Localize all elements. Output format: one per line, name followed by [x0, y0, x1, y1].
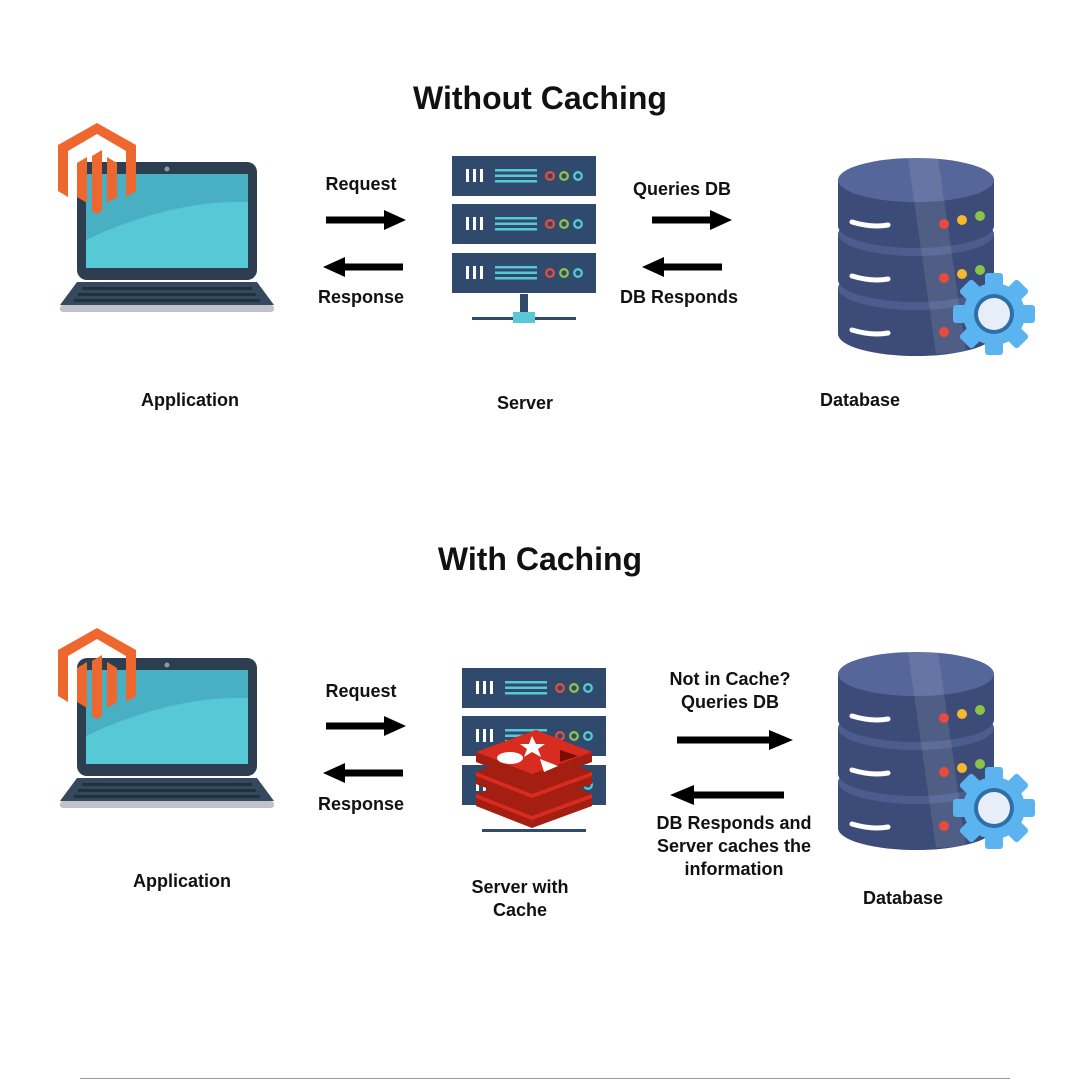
queries-db-label: Queries DB	[632, 179, 732, 199]
request-label: Request	[325, 174, 397, 194]
arrow-left-icon	[323, 257, 403, 277]
magento-logo-icon	[58, 628, 136, 719]
request-label: Request	[325, 681, 397, 701]
application-label: Application	[141, 390, 239, 410]
server-label: Server	[496, 393, 554, 413]
redis-logo-icon	[476, 730, 592, 828]
title-without-caching: Without Caching	[413, 80, 667, 116]
database-label: Database	[819, 390, 901, 410]
gear-icon	[953, 273, 1035, 355]
gear-icon	[953, 767, 1035, 849]
server-with-cache-label: Server with Cache	[471, 877, 569, 920]
title-with-caching: With Caching	[437, 541, 643, 577]
arrow-right-icon	[326, 210, 406, 230]
magento-logo-icon	[58, 123, 136, 214]
arrow-left-icon	[642, 257, 722, 277]
response-label: Response	[317, 794, 405, 814]
response-label: Response	[317, 287, 405, 307]
bottom-divider	[80, 1078, 1010, 1079]
application-label: Application	[133, 871, 231, 891]
arrow-left-icon	[323, 763, 403, 783]
arrow-left-icon	[670, 785, 784, 805]
db-responds-label: DB Responds	[619, 287, 738, 307]
arrow-right-icon	[326, 716, 406, 736]
database-label: Database	[862, 888, 944, 908]
server-icon	[450, 154, 598, 323]
not-in-cache-label: Not in Cache? Queries DB	[669, 669, 791, 712]
arrow-right-icon	[677, 730, 793, 750]
server-icon	[460, 666, 608, 832]
db-responds-and-caches-label: DB Responds and Server caches the inform…	[656, 813, 812, 879]
arrow-right-icon	[652, 210, 732, 230]
